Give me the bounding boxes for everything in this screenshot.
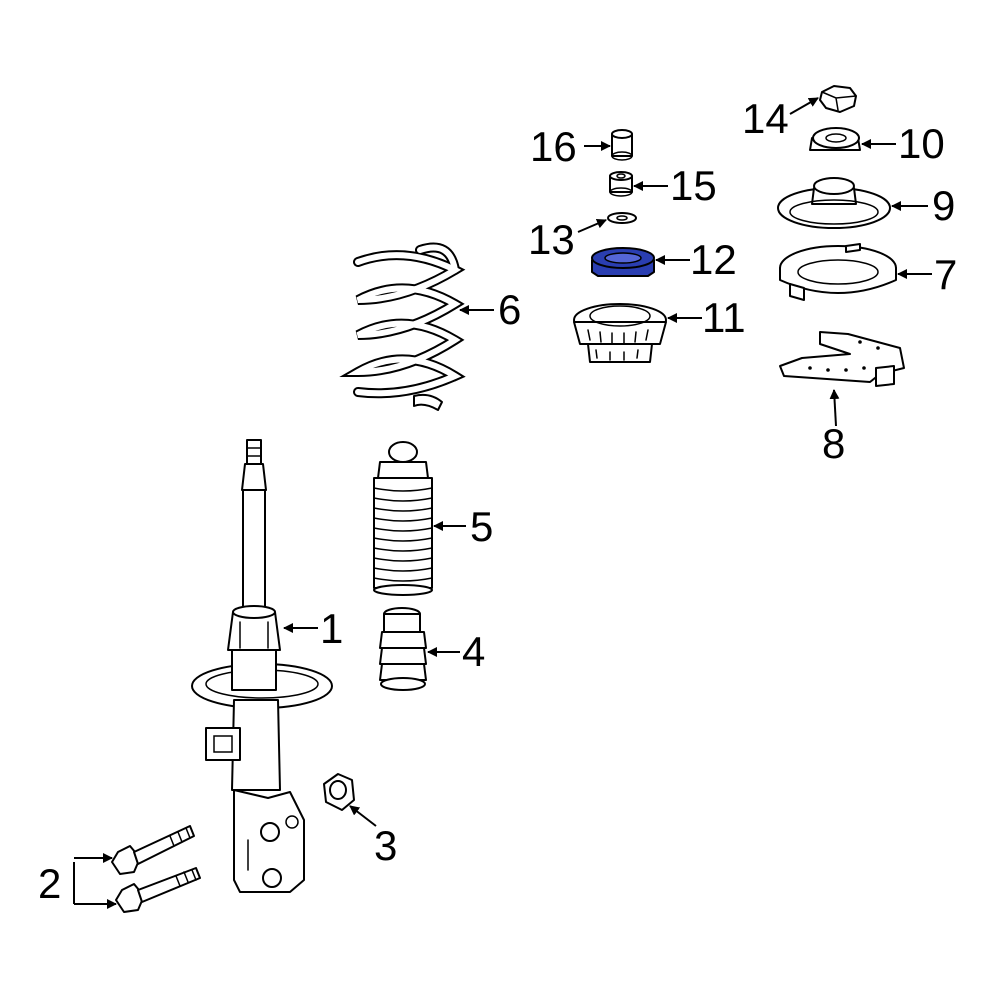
callout-13: 13	[528, 216, 575, 263]
bump-stop-part[interactable]	[379, 607, 427, 691]
small-washer-part[interactable]	[607, 212, 637, 224]
callout-6: 6	[498, 286, 521, 333]
callout-10: 10	[898, 120, 945, 167]
callout-12: 12	[690, 236, 737, 283]
callout-1: 1	[320, 605, 343, 652]
strut-seat-part[interactable]	[573, 303, 667, 363]
dust-boot-part[interactable]	[373, 441, 433, 596]
lower-spring-insulator-part[interactable]	[779, 331, 905, 387]
upper-spring-insulator-part[interactable]	[779, 243, 897, 301]
callout-4: 4	[462, 628, 485, 675]
callout-16: 16	[530, 123, 577, 170]
callout-8: 8	[822, 420, 845, 467]
callout-7: 7	[934, 251, 957, 298]
callout-15: 15	[670, 162, 717, 209]
washer-part[interactable]	[809, 127, 861, 151]
callout-3: 3	[374, 822, 397, 869]
callout-9: 9	[932, 182, 955, 229]
callout-2: 2	[38, 860, 61, 907]
bolt-part[interactable]	[111, 825, 201, 913]
nut-part[interactable]	[323, 773, 355, 811]
top-nut-part[interactable]	[819, 85, 857, 113]
bushing-part[interactable]	[609, 171, 633, 197]
strut-mount-part[interactable]	[777, 177, 891, 229]
callout-11: 11	[702, 294, 746, 341]
strut-assembly-part[interactable]	[191, 439, 333, 893]
callout-5: 5	[470, 503, 493, 550]
leader-lines	[73, 97, 932, 909]
strut-bearing-part-highlighted[interactable]	[591, 247, 655, 277]
callout-14: 14	[742, 95, 789, 142]
coil-spring-part[interactable]	[339, 242, 466, 411]
cap-part[interactable]	[611, 129, 633, 161]
callout-labels: 1 2 3 4 5 6 7 8 9 10 11 12 13 14 15 16	[38, 95, 957, 907]
